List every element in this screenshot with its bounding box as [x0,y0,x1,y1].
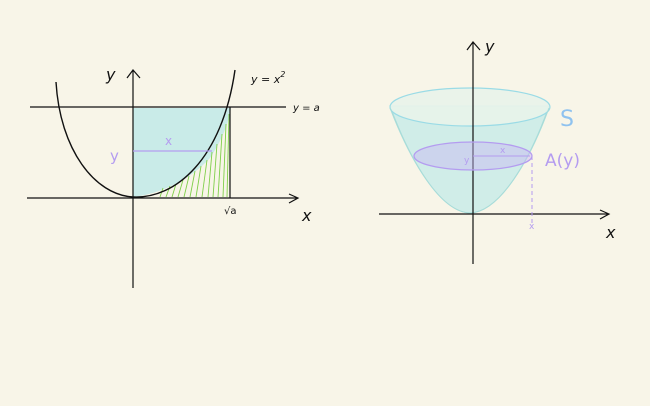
x-axis [27,193,300,204]
right-y-axis-label: y [484,37,495,56]
height-label: y [464,156,470,166]
curve-label: y = x2 [250,70,285,86]
radius-label: x [500,146,506,156]
y-axis [126,69,141,288]
right-figure: y x S A(y) x y x [379,37,616,264]
strip-x-label: x [165,134,172,148]
solid-label: S [560,107,574,132]
hatched-region [159,113,230,198]
left-y-axis-label: y [105,65,116,84]
solid-top-rim [389,87,551,127]
right-x-axis-label: x [605,223,616,242]
foot-label: x [529,222,535,232]
solid-edges [389,107,550,214]
shaded-region [133,108,231,197]
line-label: y = a [292,103,320,114]
strip-y-label: y [110,147,119,165]
right-x-axis [379,209,611,220]
curve-exponent: 2 [280,70,285,79]
root-label: √a [224,206,237,217]
right-y-axis [466,41,481,264]
left-figure: y x y = x2 y = a y x √a [27,65,320,288]
left-x-axis-label: x [301,206,312,225]
area-label: A(y) [545,151,580,171]
parabola-curve [55,69,236,198]
